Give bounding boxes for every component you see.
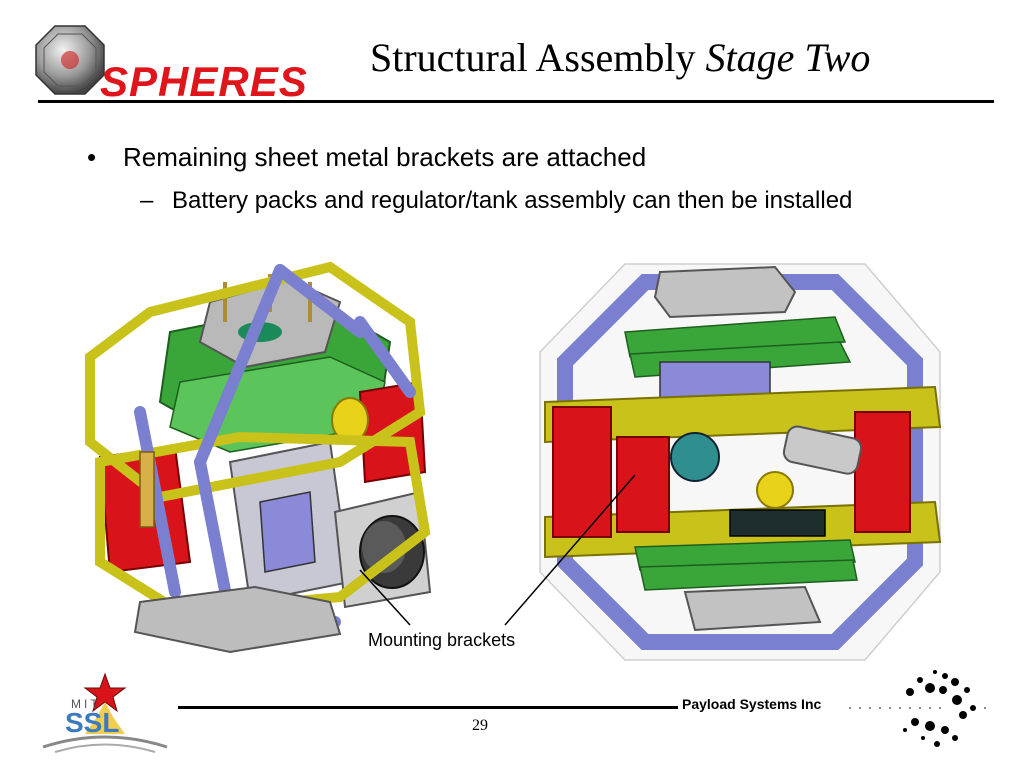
sphere-logo-icon: [35, 25, 105, 95]
page-number: 29: [472, 717, 488, 734]
callout-leader-lines: [359, 474, 636, 626]
dash-marker: –: [140, 187, 154, 214]
footer-rule: [178, 706, 678, 709]
spheres-logo: SPHERES: [30, 20, 320, 105]
callout-label: Mounting brackets: [368, 630, 516, 650]
mit-logo-text: MIT: [71, 697, 101, 711]
bullet-marker: •: [87, 142, 97, 172]
psi-dots-logo-icon: [849, 670, 986, 747]
logo-text: SPHERES: [100, 58, 308, 105]
bullet-level-2: – Battery packs and regulator/tank assem…: [140, 185, 900, 217]
assembly-photo-right: [539, 263, 942, 661]
title-main: Structural Assembly: [370, 35, 706, 80]
title-italic: Stage Two: [705, 35, 871, 80]
assembly-photo-left: [85, 262, 432, 654]
mit-ssl-logo-icon: SSL MIT: [42, 672, 168, 753]
company-name: Payload Systems Inc: [682, 696, 822, 712]
title-rule: [38, 100, 994, 103]
page-title: Structural Assembly Stage Two: [370, 34, 870, 81]
ssl-logo-text: SSL: [65, 707, 119, 738]
bullet-text: Remaining sheet metal brackets are attac…: [123, 142, 647, 172]
sub-bullet-text: Battery packs and regulator/tank assembl…: [172, 187, 853, 214]
bullet-level-1: • Remaining sheet metal brackets are atta…: [87, 142, 646, 173]
